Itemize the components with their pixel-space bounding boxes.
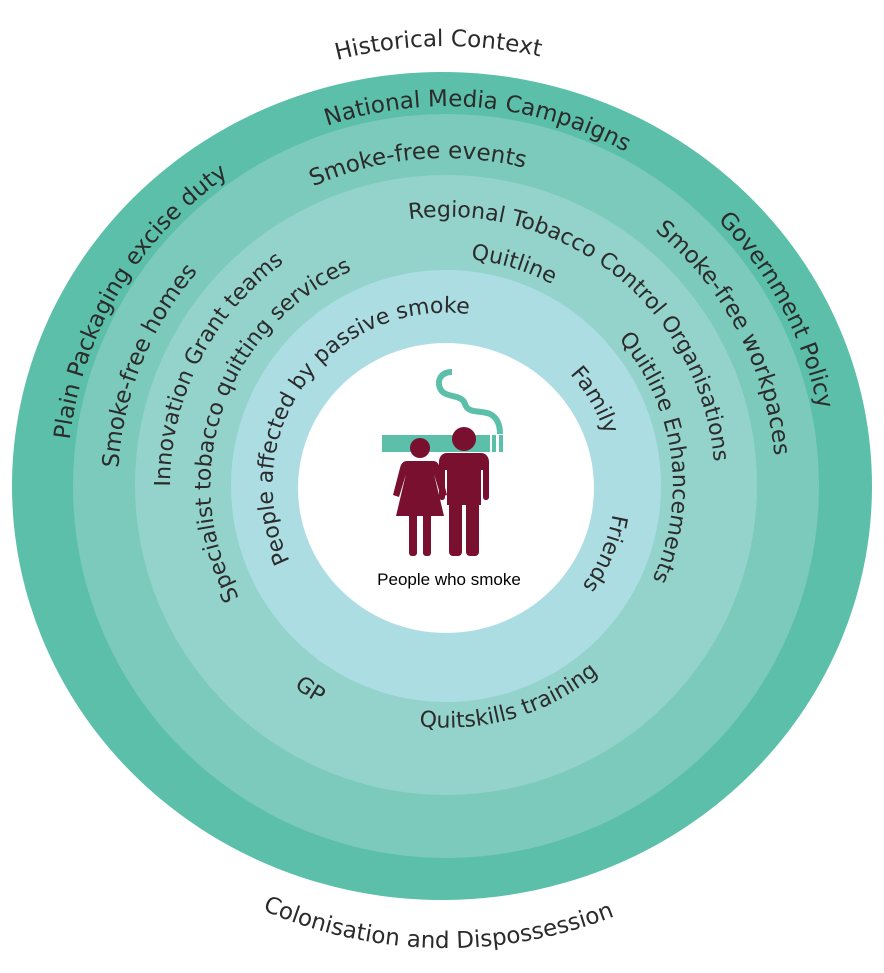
smoke-icon [435,369,503,435]
outside-label-colonisation: Colonisation and Dispossession [260,892,617,955]
outside-label-colonisation-text: Colonisation and Dispossession [260,892,617,955]
people-smoking-icon [382,369,503,556]
outside-label-historical-context-text: Historical Context [332,26,544,66]
center-label: People who smoke [377,570,521,589]
woman-figure-icon [393,438,447,556]
outside-label-historical-context: Historical Context [332,26,544,66]
man-figure-icon [439,427,489,556]
center-circle [298,343,594,633]
